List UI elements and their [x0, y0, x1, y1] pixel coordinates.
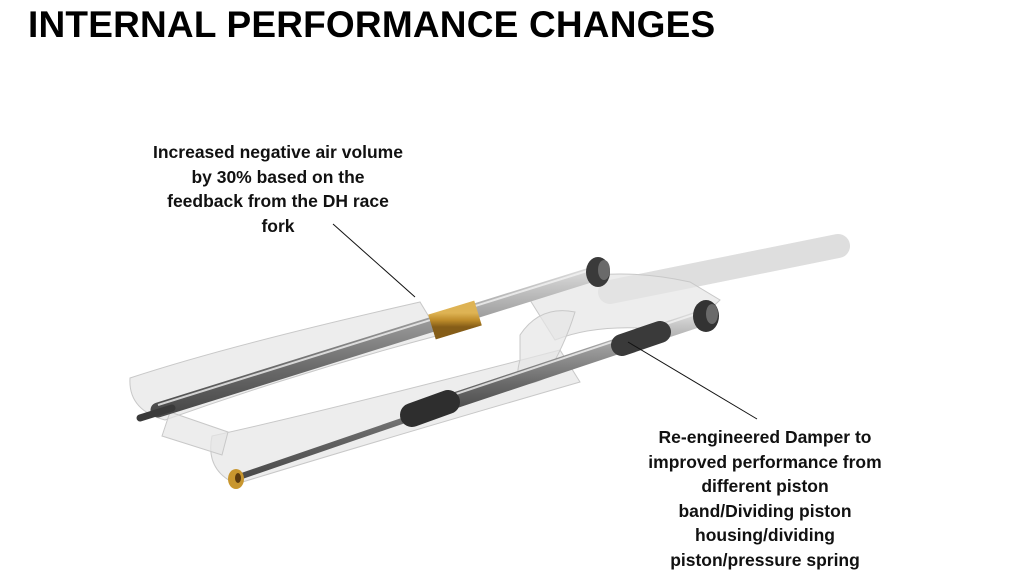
air-spring-leg	[136, 257, 610, 422]
callout-damper-line-5: housing/dividing	[695, 525, 835, 545]
callout-air-line-1: Increased negative air volume	[153, 142, 403, 162]
callout-damper-line-2: improved performance from	[648, 451, 882, 472]
leader-line-damper	[627, 341, 758, 420]
callout-damper-line-3: different piston	[701, 476, 829, 496]
slide-title: INTERNAL PERFORMANCE CHANGES	[28, 4, 716, 45]
callout-air-line-2: by 30% based on the	[191, 166, 365, 187]
callout-negative-air-volume: Increased negative air volume by 30% bas…	[110, 140, 446, 238]
callout-air-line-3: feedback from the DH race	[167, 191, 389, 211]
callout-damper-line-6: piston/pressure spring	[670, 549, 860, 570]
callout-damper: Re-engineered Damper to improved perform…	[612, 425, 918, 572]
callout-damper-line-1: Re-engineered Damper to	[658, 427, 872, 447]
callout-air-line-4: fork	[261, 215, 295, 236]
negative-air-chamber	[428, 300, 482, 340]
leader-line-air-volume	[332, 223, 416, 298]
callout-damper-line-4: band/Dividing piston	[678, 500, 852, 521]
damper-body	[400, 390, 460, 427]
